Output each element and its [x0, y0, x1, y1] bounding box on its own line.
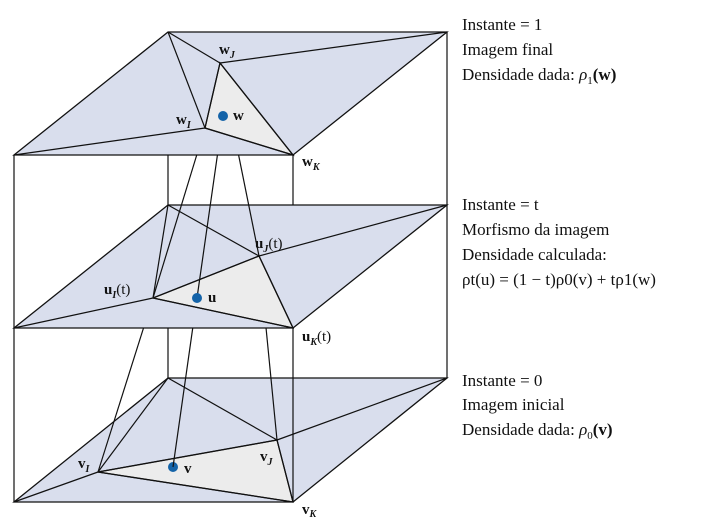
label-wJ: wJ — [219, 42, 236, 61]
caption-bottom: Instante = 0 Imagem inicial Densidade da… — [462, 371, 613, 442]
caption-top-line1: Instante = 1 — [462, 15, 542, 34]
caption-middle-line1: Instante = t — [462, 195, 539, 214]
top-plane — [12, 31, 449, 157]
label-wK: wK — [302, 154, 321, 173]
label-uK: uK(t) — [302, 329, 331, 348]
bottom-plane — [12, 377, 449, 503]
caption-middle: Instante = t Morfismo da imagem Densidad… — [462, 195, 656, 289]
label-vK: vK — [302, 502, 318, 517]
caption-bottom-line3: Densidade dada: ρ0(v) — [462, 420, 613, 442]
label-v-point: v — [184, 461, 192, 477]
caption-bottom-line2: Imagem inicial — [462, 395, 565, 414]
caption-middle-formula: ρt(u) = (1 − t)ρ0(v) + tρ1(w) — [462, 270, 656, 289]
caption-top: Instante = 1 Imagem final Densidade dada… — [462, 15, 616, 87]
caption-top-line2: Imagem final — [462, 40, 553, 59]
point-w — [218, 111, 228, 121]
caption-middle-line2: Morfismo da imagem — [462, 220, 609, 239]
caption-bottom-line1: Instante = 0 — [462, 371, 542, 390]
label-w-point: w — [233, 108, 244, 124]
label-u-point: u — [208, 290, 216, 306]
label-vJ: vJ — [260, 449, 274, 468]
label-uJ: uJ(t) — [255, 236, 283, 255]
label-wI: wI — [176, 112, 192, 131]
point-u — [192, 293, 202, 303]
caption-middle-line3: Densidade calculada: — [462, 245, 607, 264]
caption-top-line3: Densidade dada: ρ1(w) — [462, 65, 616, 87]
middle-mesh-lines — [13, 204, 448, 329]
top-mesh-lines — [13, 31, 448, 156]
middle-plane — [12, 204, 449, 329]
bottom-mesh-lines — [13, 377, 448, 503]
label-vI: vI — [78, 456, 91, 475]
label-uI: uI(t) — [104, 282, 130, 301]
